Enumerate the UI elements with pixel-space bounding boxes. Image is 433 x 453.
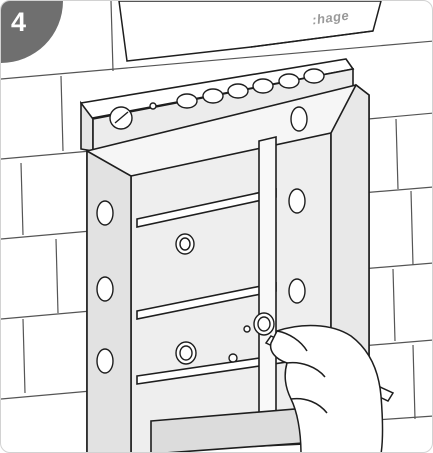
knockout-hole-icon: [96, 68, 325, 374]
hand-with-screwdriver-icon: [264, 324, 395, 452]
cover-lid: [118, 1, 382, 62]
step-number: 4: [11, 7, 27, 37]
